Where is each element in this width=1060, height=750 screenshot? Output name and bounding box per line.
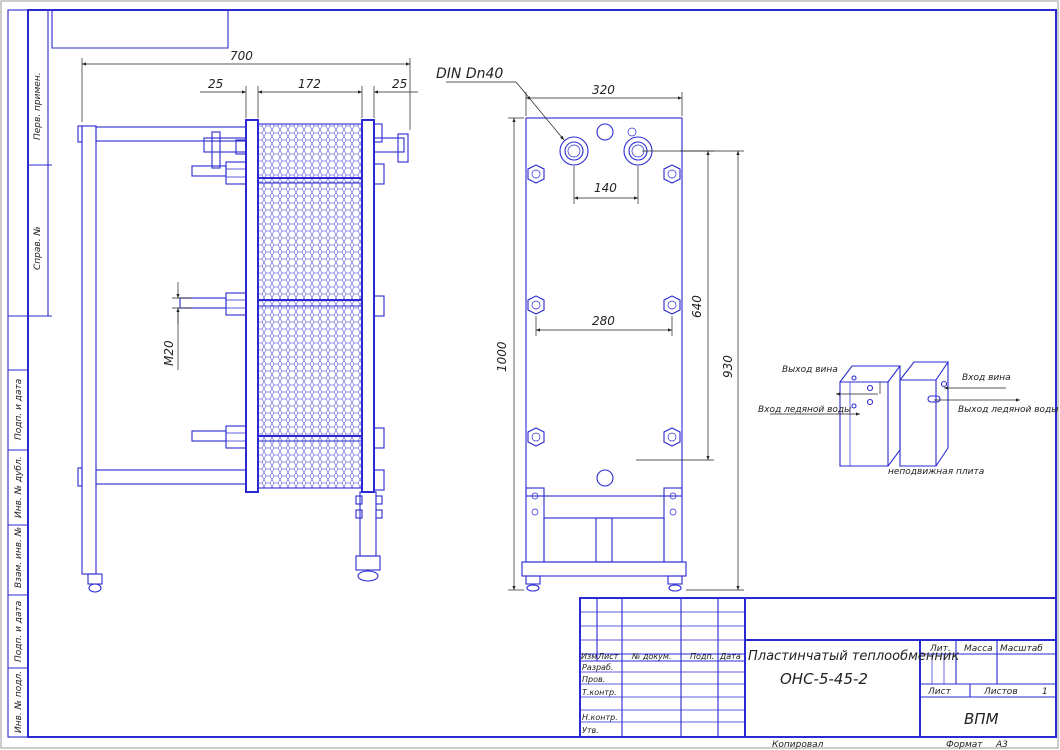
- flow-ice-water-out: Выход ледяной воды: [958, 405, 1058, 415]
- dim-frame-width: 320: [592, 83, 615, 97]
- row-checked: Пров.: [582, 675, 605, 684]
- title-block: Изм. Лист № докум. Подп. Дата Разраб. Пр…: [579, 597, 1057, 738]
- col-izm: Изм.: [581, 652, 600, 661]
- side-view: 700 25 172 25 M20: [77, 49, 418, 593]
- side-label-3: Инв. № дубл.: [14, 456, 24, 518]
- col-list: Лист: [597, 652, 619, 661]
- label-sheet: Лист: [927, 687, 952, 697]
- col-date: Дата: [719, 652, 741, 661]
- dim-port-vertical: 640: [690, 295, 704, 318]
- nozzles: [203, 123, 409, 169]
- footer-format-label: Формат: [946, 740, 983, 750]
- product-name: Пластинчатый теплообменник: [748, 649, 959, 664]
- side-label-6: Инв. № подл.: [14, 671, 24, 733]
- side-label-0: Перв. примен.: [33, 72, 43, 140]
- dim-height-to-port: 930: [721, 355, 735, 378]
- product-code: ОНС-5-45-2: [780, 670, 868, 688]
- side-label-5: Подп. и дата: [14, 601, 24, 662]
- label-mass: Масса: [964, 644, 993, 654]
- flow-wine-in: Вход вина: [962, 373, 1011, 383]
- side-labels: Перв. примен. Справ. № Подп. и дата Инв.…: [14, 72, 43, 733]
- label-lit: Лит.: [929, 644, 951, 654]
- dim-flange-left: 25: [208, 77, 223, 91]
- dim-height-total: 1000: [495, 341, 509, 372]
- flow-scheme: Выход вина Вход ледяной воды Вход вина В…: [758, 361, 1058, 477]
- col-doc: № докум.: [631, 652, 671, 661]
- dimension-700: 700: [81, 49, 411, 130]
- dim-overall-length: 700: [230, 49, 253, 63]
- dim-thread: M20: [162, 340, 176, 366]
- row-developed: Разраб.: [582, 663, 613, 672]
- row-norm-control: Н.контр.: [582, 713, 618, 722]
- front-bolts: [527, 127, 681, 447]
- sheet-footer: Копировал Формат А3: [772, 740, 1008, 750]
- dimension-chain-top: 25 172 25: [200, 77, 418, 118]
- col-sign: Подп.: [690, 652, 714, 661]
- dimension-thread: M20: [162, 282, 192, 370]
- label-scale: Масштаб: [1000, 644, 1043, 654]
- front-view: DIN Dn40 320 140 280 640 930 1000: [436, 66, 744, 592]
- flow-ice-water-in: Вход ледяной воды: [758, 405, 851, 415]
- dim-plate-pack: 172: [298, 77, 321, 91]
- organization: ВПМ: [964, 710, 999, 728]
- connection-label: DIN Dn40: [436, 66, 503, 82]
- row-approved: Утв.: [582, 726, 599, 735]
- label-sheets: Листов: [983, 687, 1018, 697]
- footer-copied: Копировал: [772, 740, 824, 750]
- side-label-1: Справ. №: [33, 226, 43, 270]
- row-tech-control: Т.контр.: [582, 688, 617, 697]
- flow-fixed-plate: неподвижная плита: [888, 467, 984, 477]
- tie-bolts: [179, 161, 385, 491]
- side-label-2: Подп. и дата: [14, 379, 24, 440]
- sheets-count: 1: [1042, 687, 1048, 697]
- dim-bolt-spacing: 280: [592, 314, 615, 328]
- flow-wine-out: Выход вина: [782, 365, 838, 375]
- dim-flange-right: 25: [392, 77, 407, 91]
- footer-format-value: А3: [995, 740, 1008, 750]
- dim-port-spacing: 140: [594, 181, 617, 195]
- side-label-4: Взам. инв. №: [14, 527, 24, 588]
